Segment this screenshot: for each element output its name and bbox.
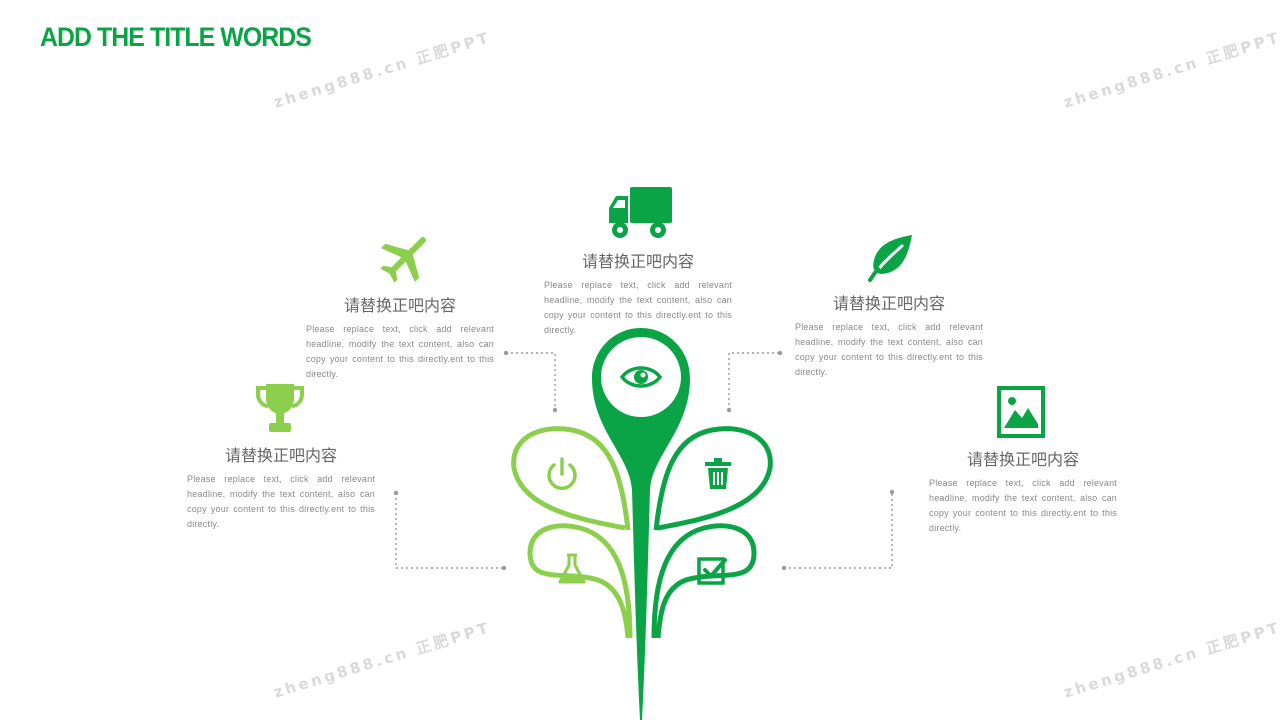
block-body: Please replace text, click add relevant …: [544, 280, 732, 335]
block-heading: 请替换正吧内容: [832, 294, 945, 313]
connector-lines: [395, 352, 893, 569]
text-block-truck: 请替换正吧内容 Please replace text, click add r…: [544, 248, 732, 338]
image-icon: [997, 386, 1045, 438]
tree-trunk: [592, 328, 690, 720]
block-body: Please replace text, click add relevant …: [795, 322, 983, 377]
text-block-image: 请替换正吧内容 Please replace text, click add r…: [929, 446, 1117, 536]
text-block-airplane: 请替换正吧内容 Please replace text, click add r…: [306, 292, 494, 382]
flask-icon: [558, 553, 586, 584]
truck-icon: [609, 187, 672, 238]
leaf-right-upper: [653, 426, 773, 531]
block-body: Please replace text, click add relevant …: [187, 474, 375, 529]
leaf-icon: [868, 235, 912, 282]
checkbox-icon: [697, 557, 727, 585]
block-heading: 请替换正吧内容: [966, 450, 1079, 469]
slide-title: ADD THE TITLE WORDS: [40, 22, 312, 52]
leaf-right-lower: [651, 523, 757, 639]
text-block-leaf: 请替换正吧内容 Please replace text, click add r…: [795, 290, 983, 380]
trash-icon: [705, 458, 731, 489]
eye-icon: [619, 366, 663, 388]
connector-dots: [393, 350, 895, 571]
airplane-icon: [380, 236, 427, 283]
leaf-left-lower: [527, 523, 633, 639]
power-icon: [547, 457, 577, 490]
text-block-trophy: 请替换正吧内容 Please replace text, click add r…: [187, 442, 375, 532]
block-heading: 请替换正吧内容: [224, 446, 337, 465]
block-body: Please replace text, click add relevant …: [306, 324, 494, 379]
block-heading: 请替换正吧内容: [343, 296, 456, 315]
trophy-icon: [256, 384, 304, 432]
block-heading: 请替换正吧内容: [581, 252, 694, 271]
leaf-left-upper: [511, 426, 631, 531]
block-body: Please replace text, click add relevant …: [929, 478, 1117, 533]
